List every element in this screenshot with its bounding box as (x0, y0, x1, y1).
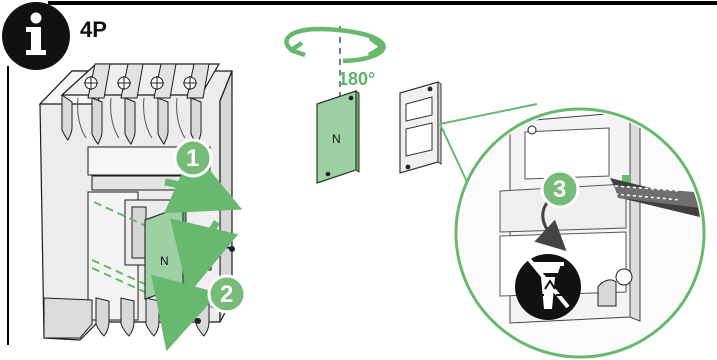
zoom-line-top (440, 124, 467, 182)
page-title: 4P (80, 19, 107, 41)
step-number-2: 2 (220, 281, 233, 308)
loose-neutral-cover-label: N (332, 132, 341, 146)
step-number-1: 1 (186, 145, 199, 172)
recycle-bin-icon (515, 254, 581, 320)
step-badge-2: 2 (209, 276, 245, 312)
rotation-label: 180° (338, 70, 375, 88)
neutral-cover-label: N (160, 254, 169, 268)
information-icon (2, 2, 70, 70)
zoom-detail (456, 109, 717, 357)
zoom-line-right (440, 104, 537, 124)
step-badge-3: 3 (542, 171, 578, 207)
circuit-breaker: N (40, 64, 235, 340)
loose-neutral-cover: N (317, 91, 359, 183)
neutral-cover: N (145, 206, 186, 299)
frame-part (400, 82, 441, 173)
step-number-3: 3 (553, 176, 566, 203)
step-badge-1: 1 (175, 140, 211, 176)
